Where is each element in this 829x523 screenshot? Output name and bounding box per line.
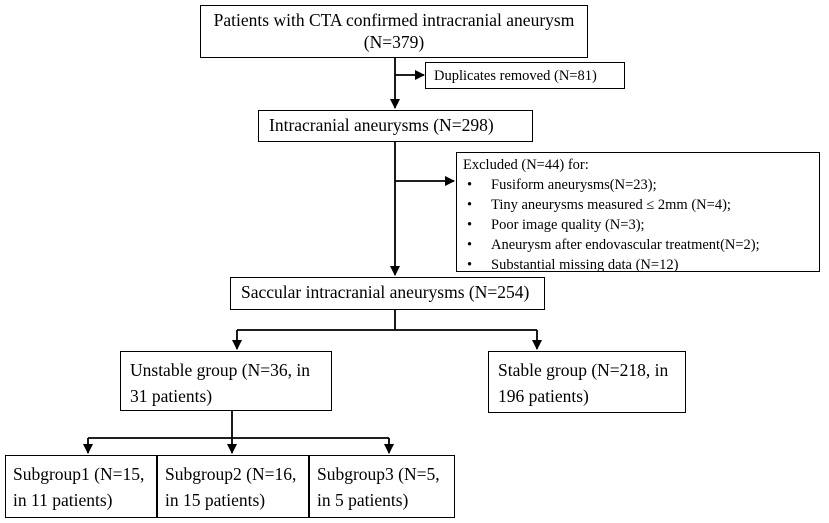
duplicates-text: Duplicates removed (N=81): [434, 68, 597, 84]
subgroup3-text: Subgroup3 (N=5, in 5 patients): [317, 464, 440, 510]
stable-text: Stable group (N=218, in 196 patients): [498, 360, 669, 406]
excluded-item: Tiny aneurysms measured ≤ 2mm (N=4);: [463, 195, 813, 215]
box-subgroup1: Subgroup1 (N=15, in 11 patients): [5, 455, 157, 518]
excluded-header: Excluded (N=44) for:: [463, 157, 589, 173]
box-patients: Patients with CTA confirmed intracranial…: [200, 5, 588, 58]
excluded-item: Poor image quality (N=3);: [463, 215, 813, 235]
box-stable: Stable group (N=218, in 196 patients): [488, 351, 686, 413]
box-unstable: Unstable group (N=36, in 31 patients): [120, 351, 332, 411]
subgroup1-text: Subgroup1 (N=15, in 11 patients): [13, 464, 145, 510]
excluded-item: Substantial missing data (N=12): [463, 255, 813, 275]
box-duplicates: Duplicates removed (N=81): [425, 62, 625, 89]
excluded-item: Aneurysm after endovascular treatment(N=…: [463, 235, 813, 255]
subgroup2-text: Subgroup2 (N=16, in 15 patients): [165, 464, 297, 510]
box-intracranial: Intracranial aneurysms (N=298): [258, 110, 533, 142]
intracranial-text: Intracranial aneurysms (N=298): [269, 115, 494, 135]
box-excluded: Excluded (N=44) for: Fusiform aneurysms(…: [456, 152, 820, 275]
patients-text: Patients with CTA confirmed intracranial…: [213, 10, 575, 52]
saccular-text: Saccular intracranial aneurysms (N=254): [241, 282, 530, 302]
excluded-list: Fusiform aneurysms(N=23); Tiny aneurysms…: [463, 175, 813, 275]
box-subgroup3: Subgroup3 (N=5, in 5 patients): [309, 455, 455, 518]
box-subgroup2: Subgroup2 (N=16, in 15 patients): [157, 455, 309, 518]
excluded-item: Fusiform aneurysms(N=23);: [463, 175, 813, 195]
unstable-text: Unstable group (N=36, in 31 patients): [130, 360, 310, 406]
box-saccular: Saccular intracranial aneurysms (N=254): [230, 277, 545, 310]
